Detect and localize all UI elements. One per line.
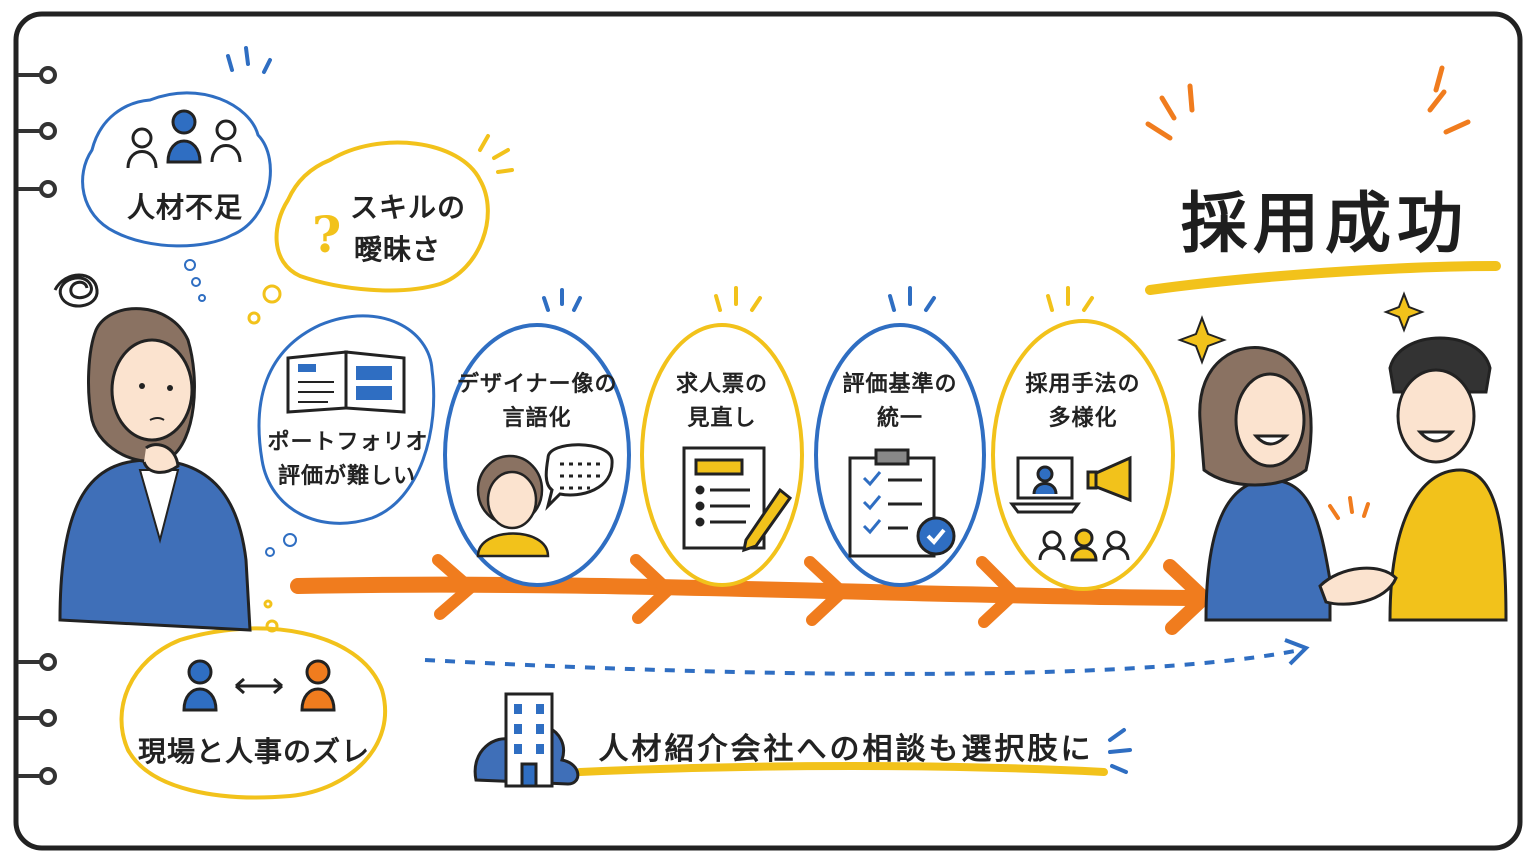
dashed-alt-route (424, 648, 1301, 676)
accent-marks (1108, 728, 1132, 774)
worried-hr-woman (58, 307, 252, 632)
bubble-portfolio-line2: 評価が難しい (277, 464, 416, 489)
accent-marks (542, 288, 582, 312)
arrow-head-2 (630, 554, 674, 624)
speech-bubble-dots-icon (544, 443, 614, 511)
step-oval-4 (991, 319, 1175, 591)
arrow-head-1 (432, 554, 476, 620)
step-2-line1: 求人票の (675, 372, 768, 397)
accent-marks (714, 286, 762, 312)
bubble-shortage-label: 人材不足 (126, 191, 243, 224)
goal-title: 採用成功 (1181, 185, 1469, 262)
celebration-burst-marks (1145, 65, 1471, 141)
step-oval-1 (443, 323, 631, 587)
step-3-line1: 評価基準の (842, 372, 958, 397)
accent-marks (1046, 286, 1094, 312)
main-process-arrow (290, 576, 1198, 606)
open-book-icon (286, 350, 406, 414)
clipboard-checklist-icon (848, 448, 956, 558)
binder-rings (18, 66, 57, 785)
sparkle-icon (1383, 291, 1425, 333)
bubble-skill-line2: 曖昧さ (354, 233, 442, 266)
stress-scribble-icon (53, 273, 99, 308)
step-4-line2: 多様化 (1048, 406, 1118, 431)
arrow-head-4 (976, 556, 1020, 628)
two-people-swap-icon (182, 659, 336, 712)
accent-marks (478, 134, 514, 174)
bubble-skill-line1: スキルの (350, 191, 467, 224)
bubble-gap-label: 現場と人事のズレ (137, 735, 370, 768)
step-4-line1: 採用手法の (1025, 372, 1141, 397)
footer-note: 人材紹介会社への相談も選択肢に (598, 732, 1094, 767)
step-3-line2: 統一 (876, 406, 923, 431)
sparkle-icon (1177, 315, 1227, 365)
step-1-line2: 言語化 (502, 406, 572, 431)
dashed-arrow-head (1284, 638, 1310, 666)
arrow-head-3 (804, 556, 848, 626)
arrow-head-5 (1163, 559, 1211, 635)
people-icon (126, 109, 242, 169)
step-2-line2: 見直し (687, 406, 757, 431)
accent-marks (888, 286, 936, 312)
designer-avatar-icon (476, 454, 550, 558)
accent-marks (226, 46, 272, 74)
step-1-line1: デザイナー像の (457, 372, 618, 397)
bubble-gap (119, 626, 388, 800)
bubble-skill (274, 140, 490, 293)
goal-title-underline (1145, 261, 1501, 295)
bubble-shortage (81, 91, 272, 248)
recruiting-channels-icon (1009, 455, 1132, 562)
job-posting-document-icon (682, 446, 793, 553)
office-building-icon (473, 692, 580, 788)
question-mark-icon: ? (312, 205, 341, 264)
bubble-portfolio-line1: ポートフォリオ (267, 430, 429, 455)
handshake-scene (1198, 336, 1508, 622)
footer-highlight (576, 762, 1108, 776)
